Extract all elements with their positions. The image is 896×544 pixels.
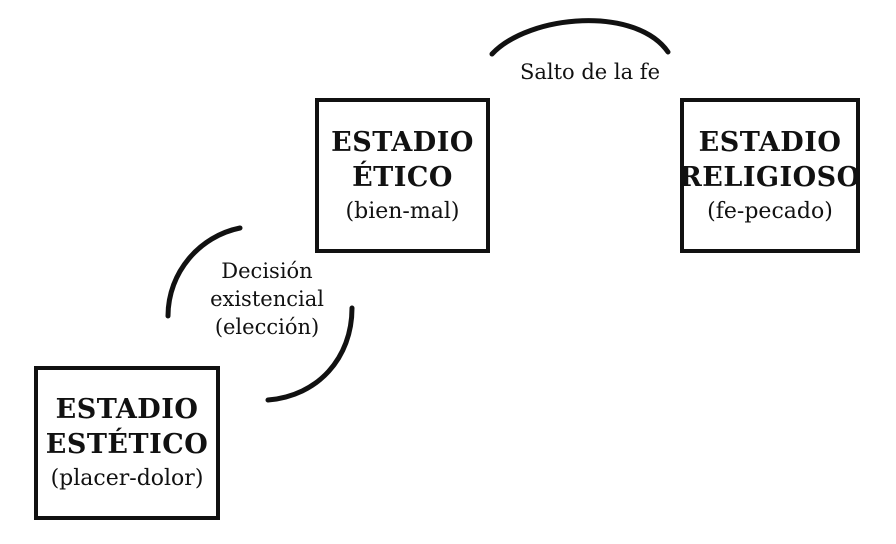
decision-arc-upper [165, 225, 243, 319]
stage-estetico-title-line1: ESTADIO [55, 394, 199, 425]
decision-connector-label: Decisión existencial (elección) [192, 257, 342, 341]
salto-label-text: Salto de la fe [519, 60, 661, 84]
stage-religioso-box: ESTADIO RELIGIOSO (fe-pecado) [679, 98, 861, 253]
stage-estetico-box: ESTADIO ESTÉTICO (placer-dolor) [34, 366, 220, 520]
decision-label-line3: (elección) [214, 315, 320, 339]
stage-religioso-title-line1: ESTADIO [698, 126, 842, 158]
stage-estetico-title-line2: ESTÉTICO [45, 429, 209, 460]
stage-etico-box: ESTADIO ÉTICO (bien-mal) [315, 98, 490, 253]
stage-religioso-title-line2: RELIGIOSO [679, 161, 861, 193]
stage-etico-title-line1: ESTADIO [331, 126, 474, 158]
stage-etico-title-line2: ÉTICO [352, 161, 453, 193]
stage-estetico-subtitle: (placer-dolor) [50, 466, 204, 491]
decision-label-line2: existencial [210, 287, 324, 311]
salto-connector-label: Salto de la fe [495, 58, 685, 86]
decision-arc-lower [265, 305, 355, 403]
salto-arc [489, 18, 671, 57]
stage-etico-subtitle: (bien-mal) [345, 198, 460, 224]
decision-label-line1: Decisión [221, 259, 313, 283]
stage-religioso-subtitle: (fe-pecado) [707, 198, 833, 224]
